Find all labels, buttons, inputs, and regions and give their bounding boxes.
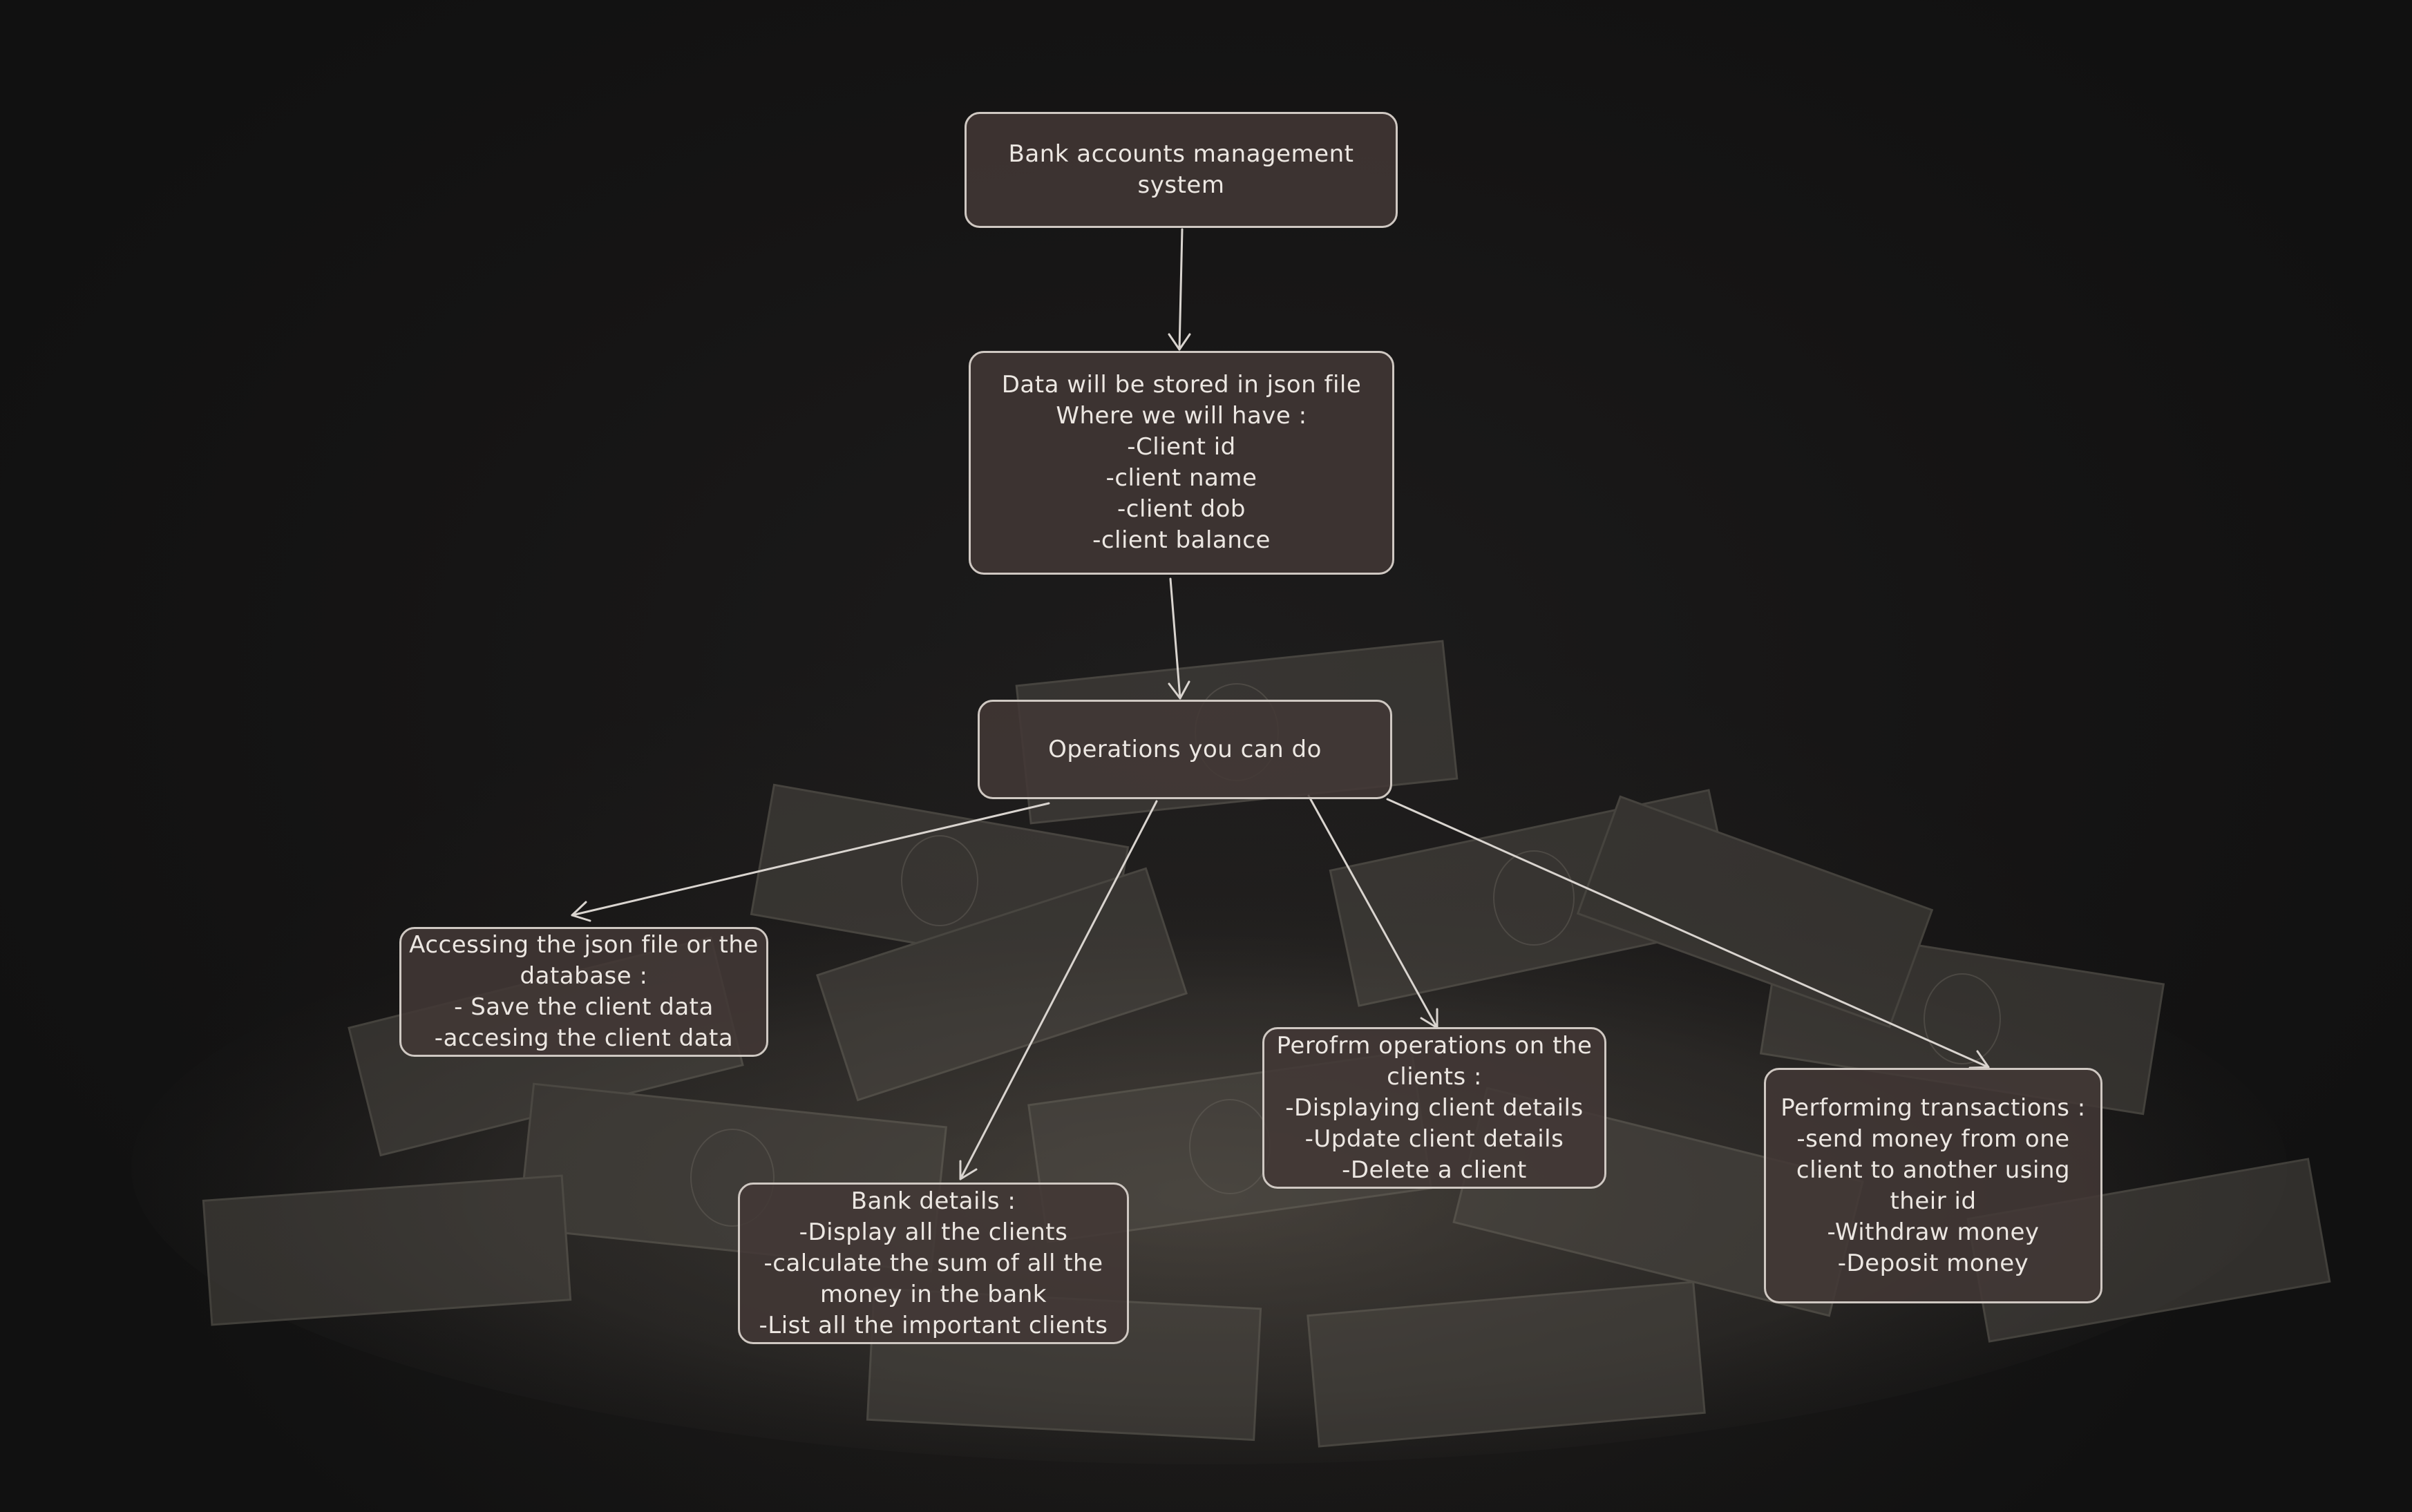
- node-text-line: Operations you can do: [1048, 735, 1322, 763]
- connector-operations-to-transactions: [1386, 798, 1990, 1069]
- node-performing-transactions[interactable]: Performing transactions : -send money fr…: [1764, 1068, 2102, 1303]
- node-text-line: -List all the important clients: [759, 1311, 1108, 1339]
- connector-title-to-data: [1168, 228, 1191, 351]
- node-text-line: -client balance: [1092, 526, 1271, 554]
- node-client-operations[interactable]: Perofrm operations on the clients : -Dis…: [1262, 1027, 1606, 1189]
- node-text-line: -accesing the client data: [434, 1024, 734, 1052]
- node-bank-details[interactable]: Bank details : -Display all the clients …: [738, 1183, 1129, 1344]
- node-text-line: -Client id: [1127, 433, 1236, 461]
- node-text-line: Perofrm operations on the: [1276, 1031, 1593, 1060]
- node-text-line: - Save the client data: [454, 993, 714, 1021]
- node-text-line: client to another using: [1796, 1156, 2071, 1184]
- connector-operations-to-access: [571, 802, 1050, 922]
- node-text-line: -Display all the clients: [799, 1218, 1068, 1246]
- node-text-line: -calculate the sum of all the: [763, 1249, 1103, 1277]
- node-bank-accounts-management-system[interactable]: Bank accounts management system: [965, 112, 1398, 228]
- node-text-line: -send money from one: [1796, 1125, 2070, 1153]
- node-text-line: Data will be stored in json file: [1001, 371, 1362, 399]
- node-text-line: Where we will have :: [1056, 402, 1307, 430]
- connector-data-to-operations: [1168, 577, 1190, 700]
- node-text-line: money in the bank: [820, 1280, 1047, 1308]
- node-text-line: system: [1137, 171, 1225, 199]
- node-text-line: Accessing the json file or the: [409, 931, 759, 959]
- node-text-line: Performing transactions :: [1780, 1093, 2086, 1122]
- node-text-line: database :: [520, 962, 648, 990]
- node-text-line: their id: [1890, 1187, 1977, 1215]
- connector-operations-to-bank: [959, 800, 1158, 1180]
- node-text-line: -Update client details: [1304, 1125, 1564, 1153]
- node-text-line: -Delete a client: [1342, 1156, 1527, 1184]
- node-text-line: -client name: [1105, 464, 1257, 492]
- node-text-line: clients :: [1387, 1062, 1482, 1091]
- node-data-storage[interactable]: Data will be stored in json file Where w…: [969, 351, 1394, 575]
- node-text-line: -Displaying client details: [1285, 1093, 1584, 1122]
- connector-operations-to-client-ops: [1307, 794, 1438, 1029]
- node-operations[interactable]: Operations you can do: [978, 700, 1392, 799]
- node-accessing-json-file[interactable]: Accessing the json file or the database …: [399, 927, 768, 1057]
- node-text-line: Bank accounts management: [1008, 140, 1354, 168]
- node-text-line: -Withdraw money: [1827, 1218, 2040, 1246]
- node-text-line: -client dob: [1117, 495, 1246, 523]
- node-text-line: -Deposit money: [1837, 1249, 2029, 1277]
- node-text-line: Bank details :: [851, 1187, 1016, 1215]
